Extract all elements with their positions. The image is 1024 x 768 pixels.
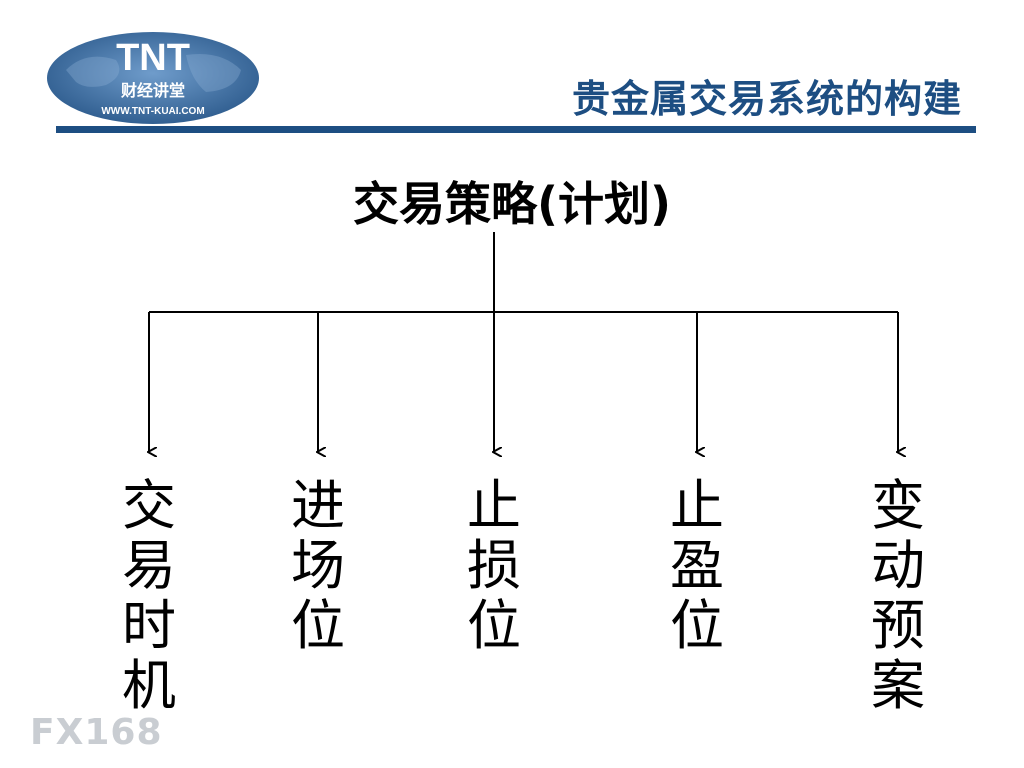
leaf-entry-level: 进 场 位 — [291, 474, 345, 657]
leaf-trade-timing: 交 易 时 机 — [122, 474, 176, 717]
tnt-logo: TNT 财经讲堂 WWW.TNT-KUAI.COM — [46, 30, 260, 126]
logo-url: WWW.TNT-KUAI.COM — [101, 106, 204, 117]
leaf-stop-loss: 止 损 位 — [467, 474, 521, 657]
logo-subtitle: 财经讲堂 — [120, 81, 185, 100]
diagram-root-node: 交易策略(计划) — [352, 177, 672, 231]
slide-title: 贵金属交易系统的构建 — [571, 77, 962, 121]
leaf-contingency-plan: 变 动 预 案 — [871, 474, 925, 717]
leaf-take-profit: 止 盈 位 — [670, 474, 724, 657]
title-divider — [56, 126, 976, 133]
fx168-watermark: FX168 — [30, 712, 163, 753]
logo-brand: TNT — [116, 37, 190, 79]
